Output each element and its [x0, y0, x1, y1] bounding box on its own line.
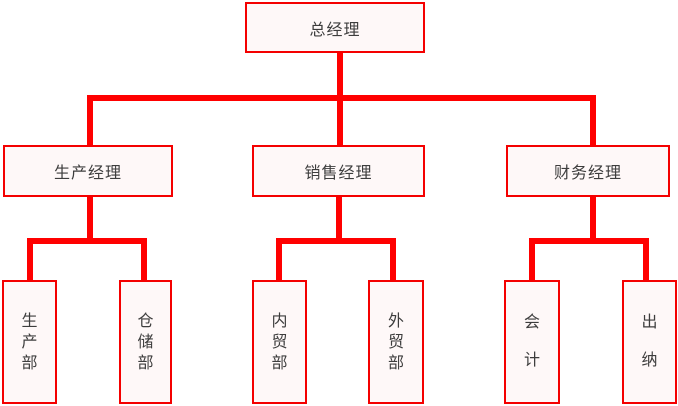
org-node-finance-manager: 财务经理 [506, 145, 670, 197]
connector-drop-domestic-trade-dept [276, 238, 282, 281]
org-node-cashier: 出纳 [622, 280, 677, 404]
org-node-production-dept-label: 生产部 [21, 312, 38, 372]
org-node-production-manager-label: 生产经理 [53, 165, 122, 182]
connector-drop-production-manager [87, 95, 93, 147]
org-node-production-manager: 生产经理 [3, 145, 173, 197]
org-node-finance-manager-label: 财务经理 [553, 165, 622, 182]
connector-finance-horizontal [529, 238, 649, 244]
org-node-foreign-trade-dept: 外贸部 [368, 280, 424, 404]
org-node-accountant: 会计 [504, 280, 560, 404]
org-node-warehouse-dept: 仓储部 [119, 280, 172, 404]
connector-root-stem [337, 53, 343, 101]
org-node-foreign-trade-dept-label: 外贸部 [387, 312, 404, 372]
org-node-sales-manager: 销售经理 [252, 145, 425, 197]
org-node-production-dept: 生产部 [2, 280, 57, 404]
connector-drop-production-dept [27, 238, 33, 281]
connector-drop-sales-manager [337, 95, 343, 146]
connector-production-horizontal [27, 238, 147, 244]
org-node-domestic-trade-dept: 内贸部 [252, 280, 307, 404]
org-node-warehouse-dept-label: 仓储部 [137, 312, 154, 372]
connector-drop-foreign-trade-dept [390, 238, 396, 281]
connector-drop-warehouse-dept [141, 238, 147, 281]
connector-finance-stem [590, 197, 596, 244]
connector-drop-accountant [529, 238, 535, 281]
org-node-domestic-trade-dept-label: 内贸部 [271, 312, 288, 372]
connector-drop-cashier [643, 238, 649, 281]
org-node-general-manager: 总经理 [245, 2, 425, 53]
org-node-general-manager-label: 总经理 [309, 21, 361, 39]
connector-drop-finance-manager [590, 95, 596, 147]
connector-production-stem [87, 197, 93, 244]
org-node-accountant-label: 会计 [523, 314, 540, 369]
org-node-sales-manager-label: 销售经理 [304, 165, 373, 182]
connector-sales-horizontal [276, 238, 396, 244]
org-node-cashier-label: 出纳 [641, 314, 658, 369]
connector-sales-stem [336, 197, 342, 244]
